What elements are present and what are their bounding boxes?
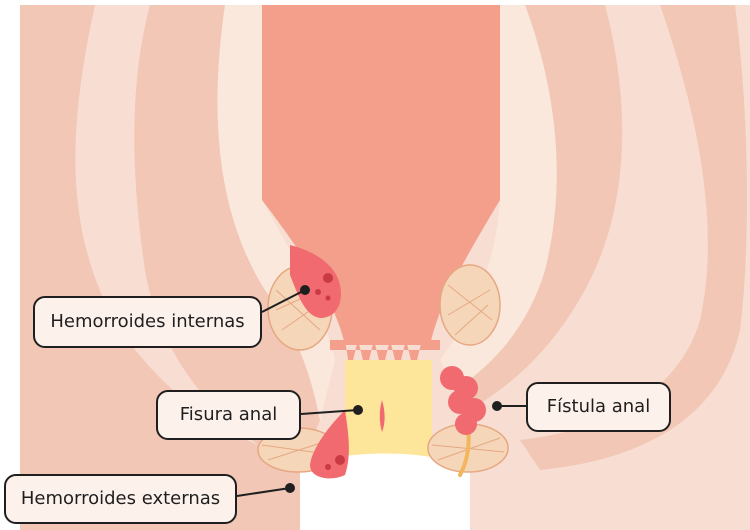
right-outer-muscle (520, 5, 747, 470)
label-anal-fistula: Fístula anal (526, 382, 671, 432)
external-hemorrhoid-spot (335, 455, 345, 465)
internal-hemorrhoid-spot (325, 295, 331, 301)
leader-internal-dot (300, 285, 310, 295)
leader-external-dot (285, 483, 295, 493)
anal-fistula (440, 366, 486, 435)
leader-external (236, 487, 291, 497)
leader-fissure-dot (353, 405, 363, 415)
left-inner-muscle (134, 5, 320, 470)
left-outer-muscle (20, 5, 300, 530)
leader-fissure (300, 409, 359, 415)
anal-fissure (379, 400, 385, 432)
right-inner-muscle (455, 5, 623, 410)
label-anal-fissure: Fisura anal (156, 390, 301, 440)
label-internal-hemorrhoids: Hemorroides internas (33, 296, 262, 348)
external-hemorrhoid-spot (325, 464, 331, 470)
leader-fistula-dot (492, 401, 502, 411)
label-external-hemorrhoids: Hemorroides externas (4, 474, 237, 524)
internal-hemorrhoid-spot (323, 273, 333, 283)
anal-canal (345, 360, 432, 470)
right-inner-layer (440, 5, 557, 390)
internal-hemorrhoid-spot (315, 289, 321, 295)
fat-pad-right-upper (439, 264, 501, 346)
leader-internal (261, 289, 306, 313)
